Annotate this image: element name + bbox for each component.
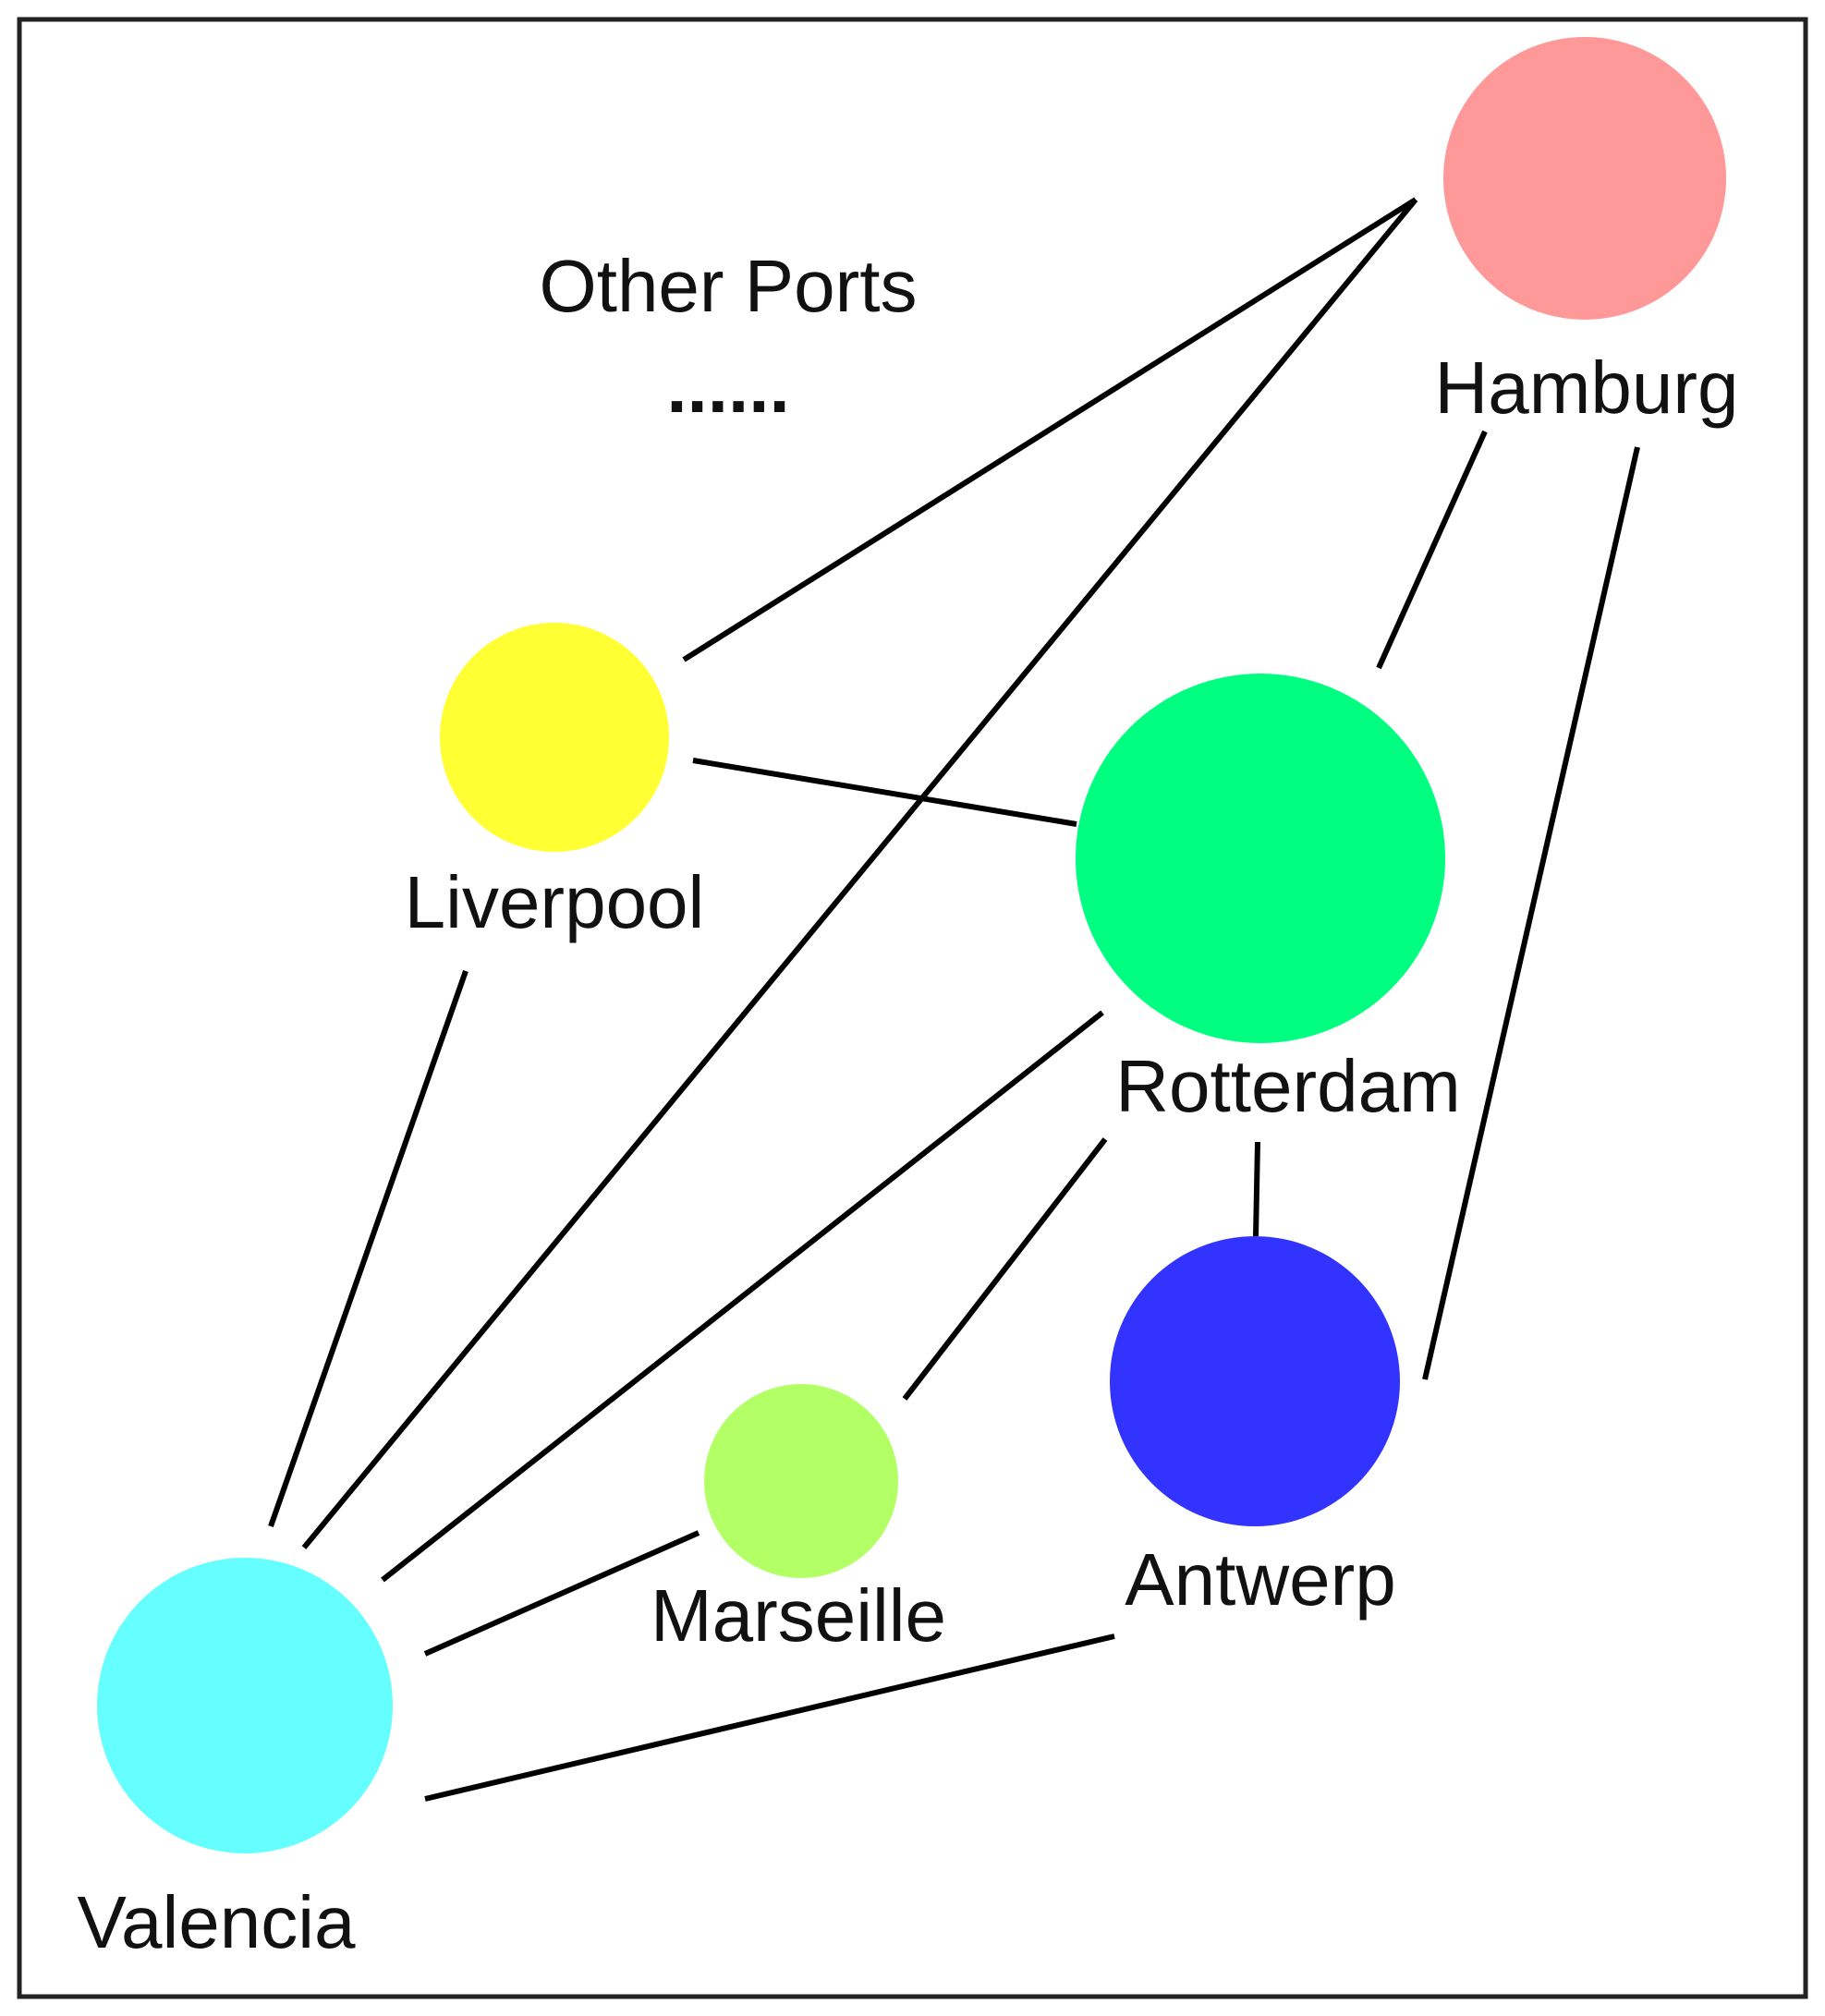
edge-rotterdam-antwerp: [1253, 1141, 1260, 1237]
port-node-marseille: Marseille: [651, 1384, 946, 1657]
other-ports-ellipsis: ......: [666, 346, 789, 428]
antwerp-circle: [1110, 1236, 1400, 1526]
connections: [268, 197, 1640, 1802]
rotterdam-circle: [1076, 674, 1445, 1043]
edge-antwerp-valencia: [424, 1633, 1115, 1802]
hamburg-circle: [1443, 37, 1726, 320]
marseille-circle: [704, 1384, 898, 1578]
edge-hamburg-rotterdam: [1376, 430, 1488, 670]
port-node-hamburg: Hamburg: [1434, 37, 1739, 429]
port-node-liverpool: Liverpool: [405, 623, 705, 943]
valencia-circle: [97, 1558, 393, 1853]
diagram-frame: [17, 17, 1808, 1999]
edge-liverpool-valencia: [268, 970, 468, 1527]
other-ports-label: Other Ports: [539, 245, 917, 327]
edge-rotterdam-marseille: [902, 1137, 1108, 1401]
hamburg-label: Hamburg: [1434, 346, 1738, 429]
edge-marseille-valencia: [423, 1530, 700, 1657]
edge-rotterdam-valencia: [381, 1010, 1104, 1583]
edge-liverpool-rotterdam: [692, 758, 1077, 827]
liverpool-label: Liverpool: [405, 861, 705, 943]
valencia-label: Valencia: [78, 1881, 356, 1963]
port-node-antwerp: Antwerp: [1110, 1236, 1400, 1621]
port-node-rotterdam: Rotterdam: [1076, 674, 1461, 1127]
liverpool-circle: [440, 623, 669, 852]
rotterdam-label: Rotterdam: [1115, 1045, 1460, 1127]
edge-hamburg-valencia: [301, 198, 1418, 1549]
edge-hamburg-antwerp: [1422, 446, 1640, 1380]
port-node-valencia: Valencia: [78, 1558, 393, 1963]
marseille-label: Marseille: [651, 1574, 946, 1657]
antwerp-label: Antwerp: [1125, 1538, 1395, 1621]
edge-hamburg-liverpool: [682, 197, 1417, 662]
